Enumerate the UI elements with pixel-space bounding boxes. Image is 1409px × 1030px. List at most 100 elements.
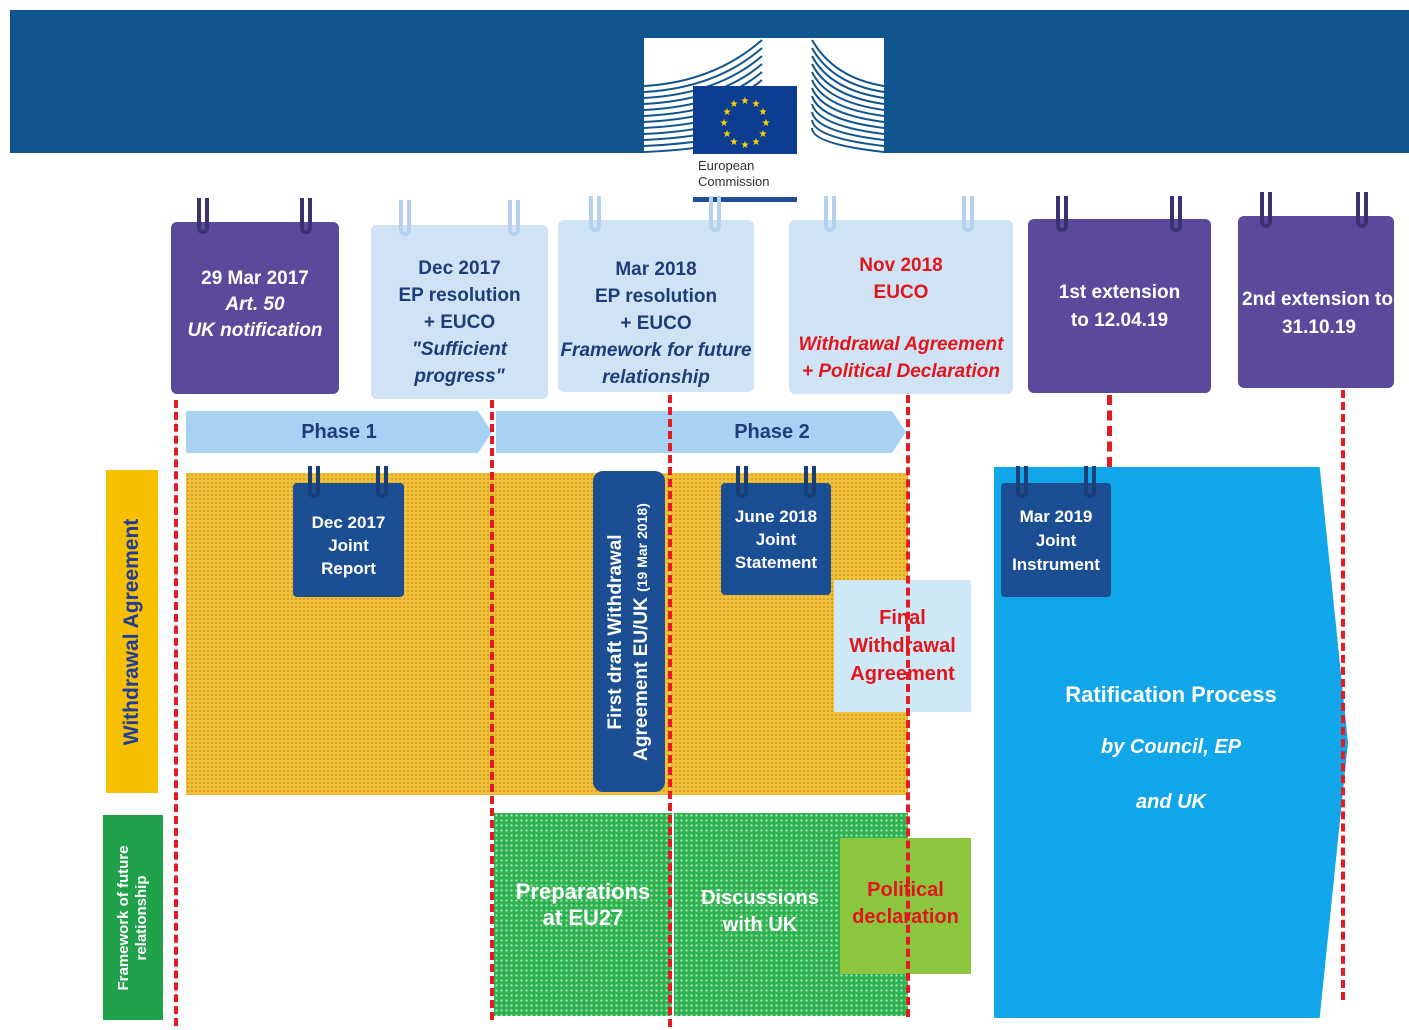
event-text: Joint [1035,531,1077,550]
milestone-2nd-extension: 2nd extension to 31.10.19 [1238,216,1394,388]
european-commission-logo: ★★★ ★★★ ★★★ ★★★ [643,38,885,201]
milestone-text: Art. 50 [225,294,285,315]
event-text: at EU27 [542,905,624,930]
timeline-marker-mar-2018 [668,395,672,1027]
event-date: Mar 2019 [1019,507,1093,526]
milestone-text: 2nd extension to [1242,289,1393,310]
first-draft-text: First draft Withdrawal Agreement EU/UK (… [603,503,655,761]
calendar-ring-icon [824,196,836,232]
event-text: Final [879,607,926,629]
logo-line2: Commission [698,174,770,189]
milestone-text: EUCO [873,282,929,303]
calendar-ring-icon [197,198,209,234]
calendar-ring-icon [709,196,721,232]
phase-2-arrow: Phase 2 [496,411,906,453]
milestone-nov-2018: Nov 2018 EUCO Withdrawal Agreement + Pol… [789,220,1013,394]
calendar-ring-icon [376,466,388,498]
row-label-line: relationship [133,875,150,961]
milestone-text: + EUCO [620,313,692,334]
berlaymont-building-icon: ★★★ ★★★ ★★★ ★★★ [643,38,885,158]
final-withdrawal-agreement: Final Withdrawal Agreement [834,580,971,712]
row-label-text: Framework of future relationship [115,845,151,990]
milestone-date: Dec 2017 [418,258,501,279]
calendar-ring-icon [1056,196,1068,232]
logo-label: European Commission [698,158,798,190]
event-date: June 2018 [734,507,818,526]
joint-report-card: Dec 2017 Joint Report [293,483,404,597]
timeline-marker-2nd-extension [1341,390,1345,1000]
timeline-marker-nov-2018 [906,395,910,1017]
milestone-text: EP resolution [594,286,718,307]
event-text: First draft Withdrawal [605,533,626,730]
milestone-text: Framework for future [560,340,752,361]
milestone-text: "Sufficient [411,339,508,360]
calendar-ring-icon [962,196,974,232]
calendar-ring-icon [399,200,411,236]
first-draft-card: First draft Withdrawal Agreement EU/UK (… [593,471,665,792]
calendar-ring-icon [736,466,748,498]
joint-instrument-card: Mar 2019 Joint Instrument [1001,483,1111,597]
phase-1-arrow: Phase 1 [186,411,492,453]
row-label-withdrawal: Withdrawal Agreement [106,470,158,793]
calendar-ring-icon [1084,466,1096,498]
calendar-ring-icon [1356,192,1368,228]
timeline-marker-dec-2017 [490,400,494,1020]
svg-text:★: ★ [723,107,732,118]
row-label-text: Withdrawal Agreement [120,518,143,745]
svg-text:★: ★ [730,137,739,148]
milestone-text: progress" [414,366,505,387]
calendar-ring-icon [1260,192,1272,228]
milestone-art50: 29 Mar 2017 Art. 50 UK notification [171,222,339,394]
event-text: Preparations [515,879,651,904]
svg-text:★: ★ [752,137,761,148]
event-text: Report [321,559,376,578]
milestone-text: 1st extension [1058,282,1181,303]
event-text: with UK [722,914,798,936]
milestone-1st-extension: 1st extension to 12.04.19 [1028,219,1211,393]
logo-line1: European [698,158,755,173]
event-text: Agreement [850,663,955,685]
event-text-small: (19 Mar 2018) [634,502,650,592]
event-text: and UK [1136,791,1206,813]
milestone-text: to 12.04.19 [1070,310,1169,331]
milestone-text: EP resolution [398,285,521,306]
event-text: Withdrawal [849,635,956,657]
timeline-marker-1st-extension [1107,395,1112,467]
calendar-ring-icon [1016,466,1028,498]
preparations-area: Preparations at EU27 [494,813,672,1016]
milestone-date: Nov 2018 [859,255,943,276]
milestone-dec-2017: Dec 2017 EP resolution + EUCO "Sufficien… [371,225,548,399]
milestone-mar-2018: Mar 2018 EP resolution + EUCO Framework … [558,220,754,392]
timeline-marker-mar-2017 [174,400,178,1026]
discussions-text: Discussions with UK [674,885,846,939]
political-declaration: Political declaration [840,838,971,974]
milestone-date: Mar 2018 [615,259,697,280]
event-title: Ratification Process [1065,682,1277,707]
event-date: Dec 2017 [311,513,386,532]
event-text: Statement [734,553,818,572]
milestone-text: + Political Declaration [802,361,1000,382]
milestone-text: UK notification [187,320,323,341]
calendar-ring-icon [1170,196,1182,232]
calendar-ring-icon [589,196,601,232]
calendar-ring-icon [308,466,320,498]
eu-flag-icon [693,86,797,154]
svg-text:★: ★ [759,129,768,140]
event-text: Joint [328,536,369,555]
joint-statement-card: June 2018 Joint Statement [721,483,831,595]
logo-underline [693,197,797,202]
milestone-text: + EUCO [423,312,496,333]
svg-text:★: ★ [762,118,771,129]
svg-text:★: ★ [741,96,750,107]
event-text: Political [867,879,944,901]
phase-2-label: Phase 2 [734,421,810,443]
event-text: Joint [755,530,797,549]
event-text: by Council, EP [1100,736,1242,758]
svg-text:★: ★ [759,107,768,118]
event-text: Instrument [1012,555,1100,574]
ratification-text: Ratification Process by Council, EP and … [994,680,1348,814]
svg-text:★: ★ [741,140,750,151]
milestone-text: Withdrawal Agreement [798,334,1004,355]
milestone-text: relationship [602,367,710,388]
event-text: declaration [852,906,959,928]
